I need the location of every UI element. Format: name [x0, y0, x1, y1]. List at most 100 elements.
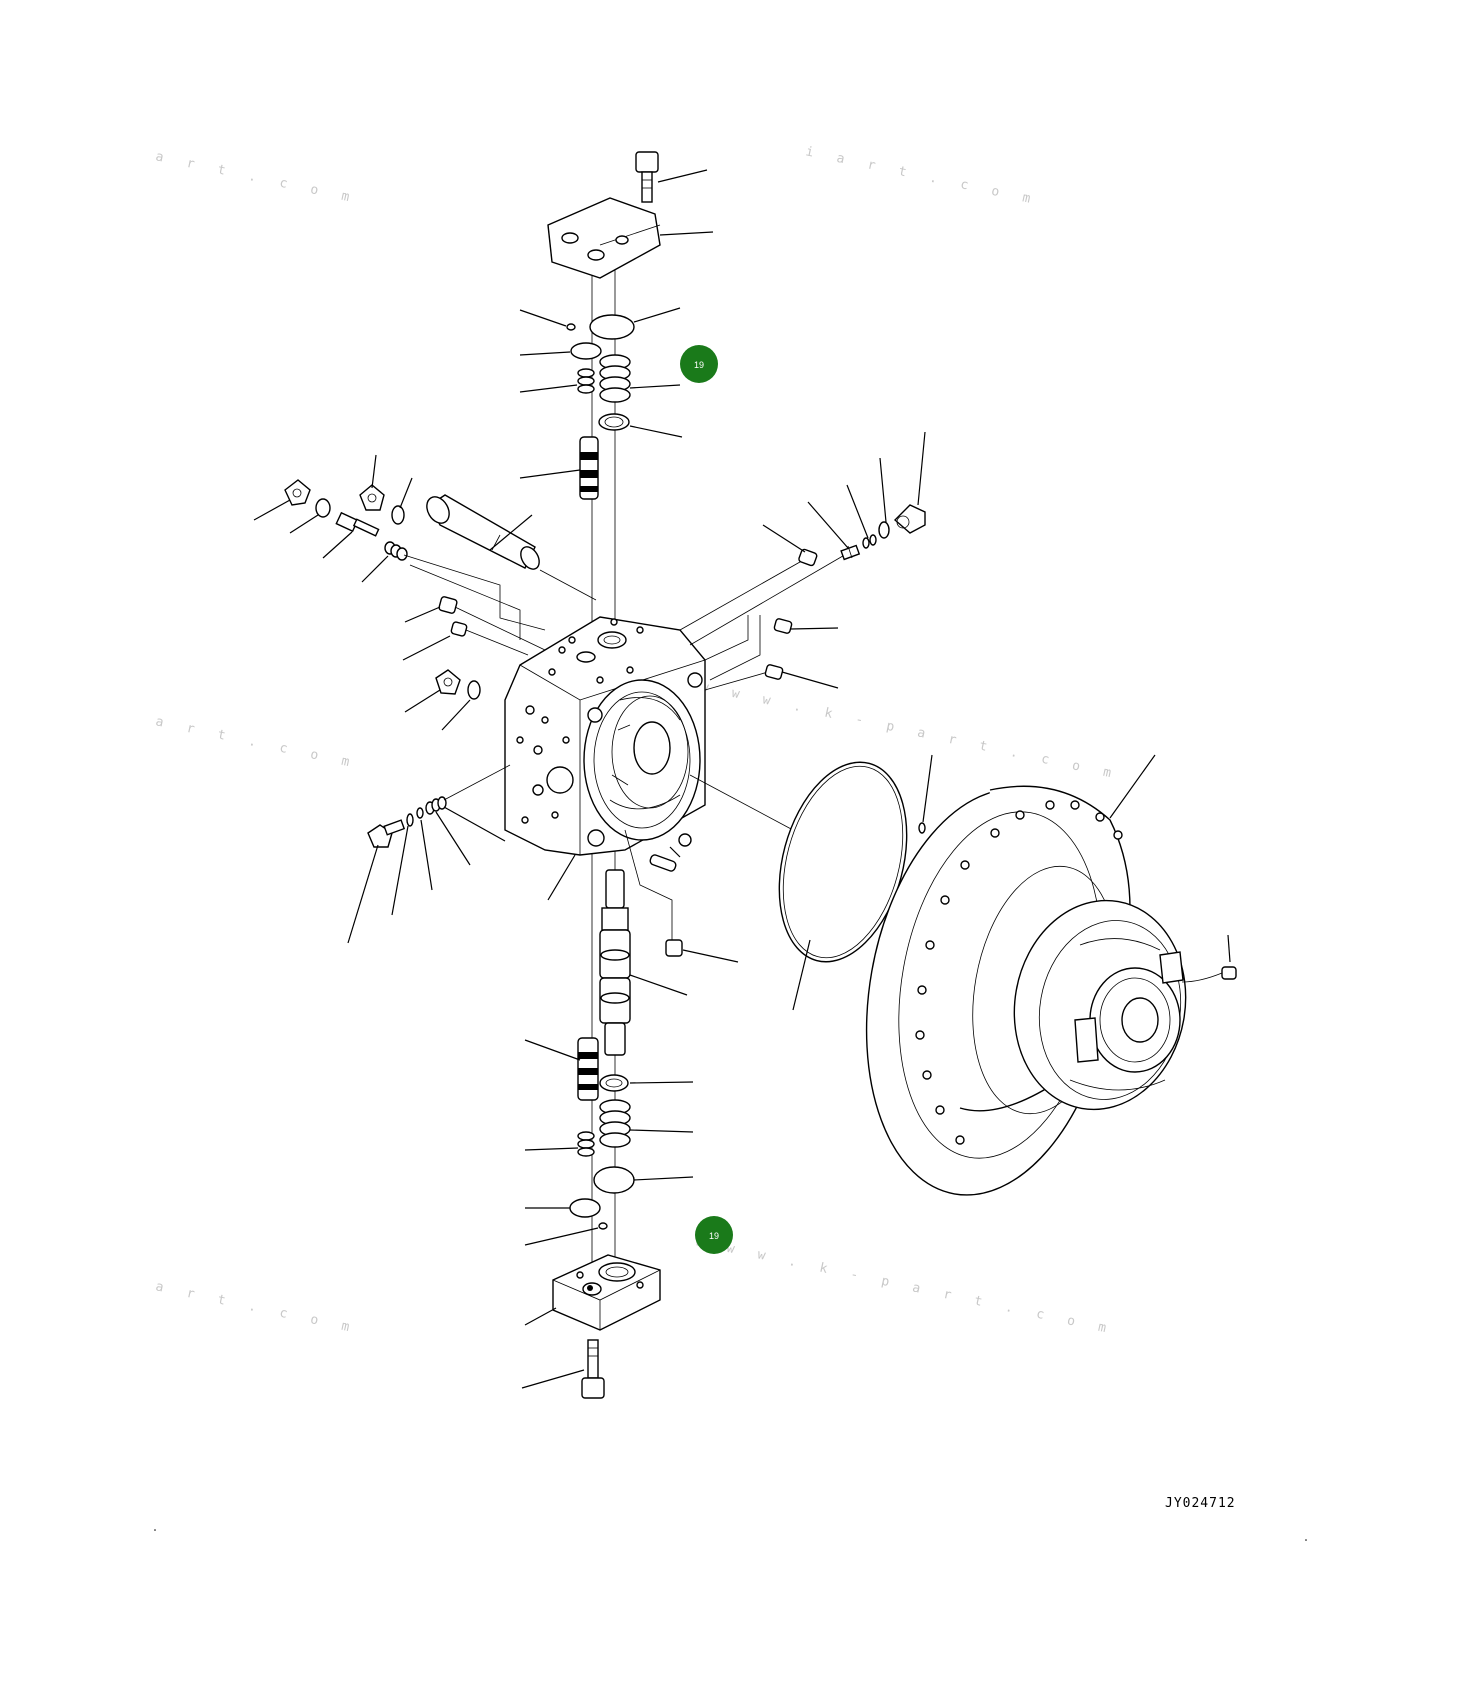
leader-line [371, 454, 377, 489]
plug [764, 664, 784, 680]
o-ring [416, 807, 424, 819]
leader-line [322, 531, 353, 559]
leader-line [521, 1369, 585, 1389]
connector-line [709, 615, 761, 681]
callout-label[interactable]: 19 [709, 1231, 719, 1241]
leader-line [391, 825, 409, 916]
o-ring [878, 521, 890, 539]
connector-line [624, 829, 673, 940]
connector-line [409, 564, 521, 640]
leader-line [792, 939, 811, 1011]
leader-line [519, 469, 581, 479]
o-ring [569, 1198, 601, 1218]
leader-line [1227, 934, 1231, 963]
o-ring [589, 314, 635, 340]
watermark: a r t . c o m [154, 1279, 358, 1336]
o-ring [869, 534, 877, 546]
leader-line [420, 819, 433, 891]
leader-line [524, 1227, 599, 1246]
o-ring [315, 498, 331, 518]
plug [450, 621, 468, 637]
washer [598, 413, 630, 431]
small-pin [918, 822, 926, 834]
corner-mark [154, 1529, 156, 1531]
o-ring [406, 813, 414, 827]
main-spool [599, 869, 631, 1056]
leader-line [402, 635, 451, 661]
hex-fitting [367, 819, 406, 848]
leader-line [633, 1176, 694, 1181]
leader-line [917, 431, 926, 506]
watermark: w w w . k - p a r t . c o m [699, 679, 1120, 783]
leader-line [524, 1147, 579, 1151]
leader-line [629, 425, 683, 438]
leader-line [347, 844, 379, 944]
plug [438, 596, 458, 614]
leader-line [547, 854, 576, 901]
leader-line [629, 1081, 694, 1084]
plug [1221, 966, 1237, 980]
large-o-ring [778, 761, 908, 963]
callout-circle[interactable] [680, 345, 718, 383]
watermark: w w w . k - p a r t . c o m [694, 1234, 1115, 1338]
hex-plug [359, 484, 385, 511]
connector-line [465, 629, 529, 656]
connector-line [704, 615, 749, 661]
leader-line [629, 1129, 694, 1133]
callout-label[interactable]: 19 [694, 360, 704, 370]
leader-line [441, 699, 471, 731]
leader-line [669, 846, 681, 858]
washer [599, 1074, 629, 1092]
leader-line [633, 307, 681, 323]
leader-line [659, 231, 714, 236]
leader-line [807, 501, 849, 549]
top-bolt [635, 151, 659, 203]
leader-line [790, 627, 839, 630]
leader-line [657, 169, 708, 183]
leader-line [524, 1039, 581, 1061]
leader-line [846, 484, 869, 539]
connector-line [689, 774, 794, 831]
small-spring [577, 368, 595, 394]
large-spring [599, 1099, 631, 1148]
valve-body [504, 616, 706, 856]
leader-line [524, 1307, 557, 1326]
callout-badge[interactable]: 19 [695, 1216, 733, 1254]
top-spool [579, 436, 599, 500]
leader-line [399, 477, 413, 509]
plug [773, 618, 793, 634]
connector-line [539, 569, 597, 601]
leader-line [443, 806, 506, 842]
large-pin [426, 494, 540, 570]
motor-housing [865, 785, 1187, 1196]
callout-circle[interactable] [695, 1216, 733, 1254]
leader-line [1109, 754, 1156, 819]
small-spring [384, 541, 408, 561]
watermark: a r t . c o m [154, 149, 358, 206]
leader-line [682, 949, 739, 963]
connector-line [679, 557, 808, 631]
o-ring [862, 537, 870, 549]
adjust-screw [840, 544, 861, 561]
small-pin [598, 1222, 608, 1230]
adjust-screw [335, 511, 380, 537]
leader-line [922, 754, 933, 823]
leader-line [435, 811, 471, 866]
leader-line [253, 499, 291, 521]
leader-line [489, 514, 533, 551]
leader-line [519, 384, 578, 393]
leader-line [629, 384, 681, 389]
leader-line [404, 689, 441, 713]
watermark: i a r t . c o m [804, 144, 1039, 208]
bottom-bolt [581, 1339, 605, 1399]
leader-line [519, 309, 567, 327]
bottom-cover-block [552, 1254, 661, 1331]
bottom-spool [577, 1037, 599, 1101]
small-spring [577, 1131, 595, 1157]
corner-mark [1305, 1539, 1307, 1541]
hex-plug [284, 479, 311, 506]
callout-badge[interactable]: 19 [680, 345, 718, 383]
leader-line [361, 555, 389, 583]
hex-plug [893, 504, 926, 534]
